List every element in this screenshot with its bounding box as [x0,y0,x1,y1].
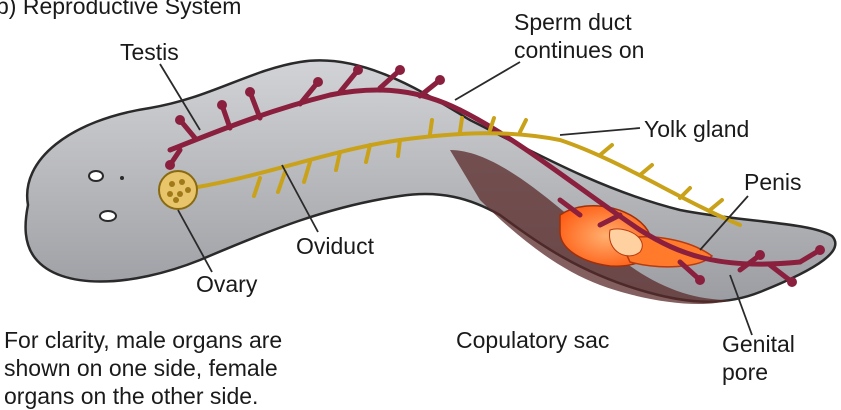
eyespot-right [100,211,116,221]
label-testis: Testis [120,38,179,66]
label-genital-pore: Genital pore [722,330,795,386]
label-copulatory-sac: Copulatory sac [456,326,609,354]
ovary-organ [159,171,197,209]
label-sperm-duct: Sperm duct continues on [514,8,644,64]
label-oviduct: Oviduct [296,232,374,260]
eyespot-left [89,171,103,181]
pharynx-mark [120,176,124,180]
label-penis: Penis [744,168,802,196]
label-ovary: Ovary [196,270,257,298]
label-yolk-gland: Yolk gland [644,115,749,143]
figure-caption: For clarity, male organs are shown on on… [4,326,282,410]
figure-title: b) Reproductive System [0,0,241,20]
